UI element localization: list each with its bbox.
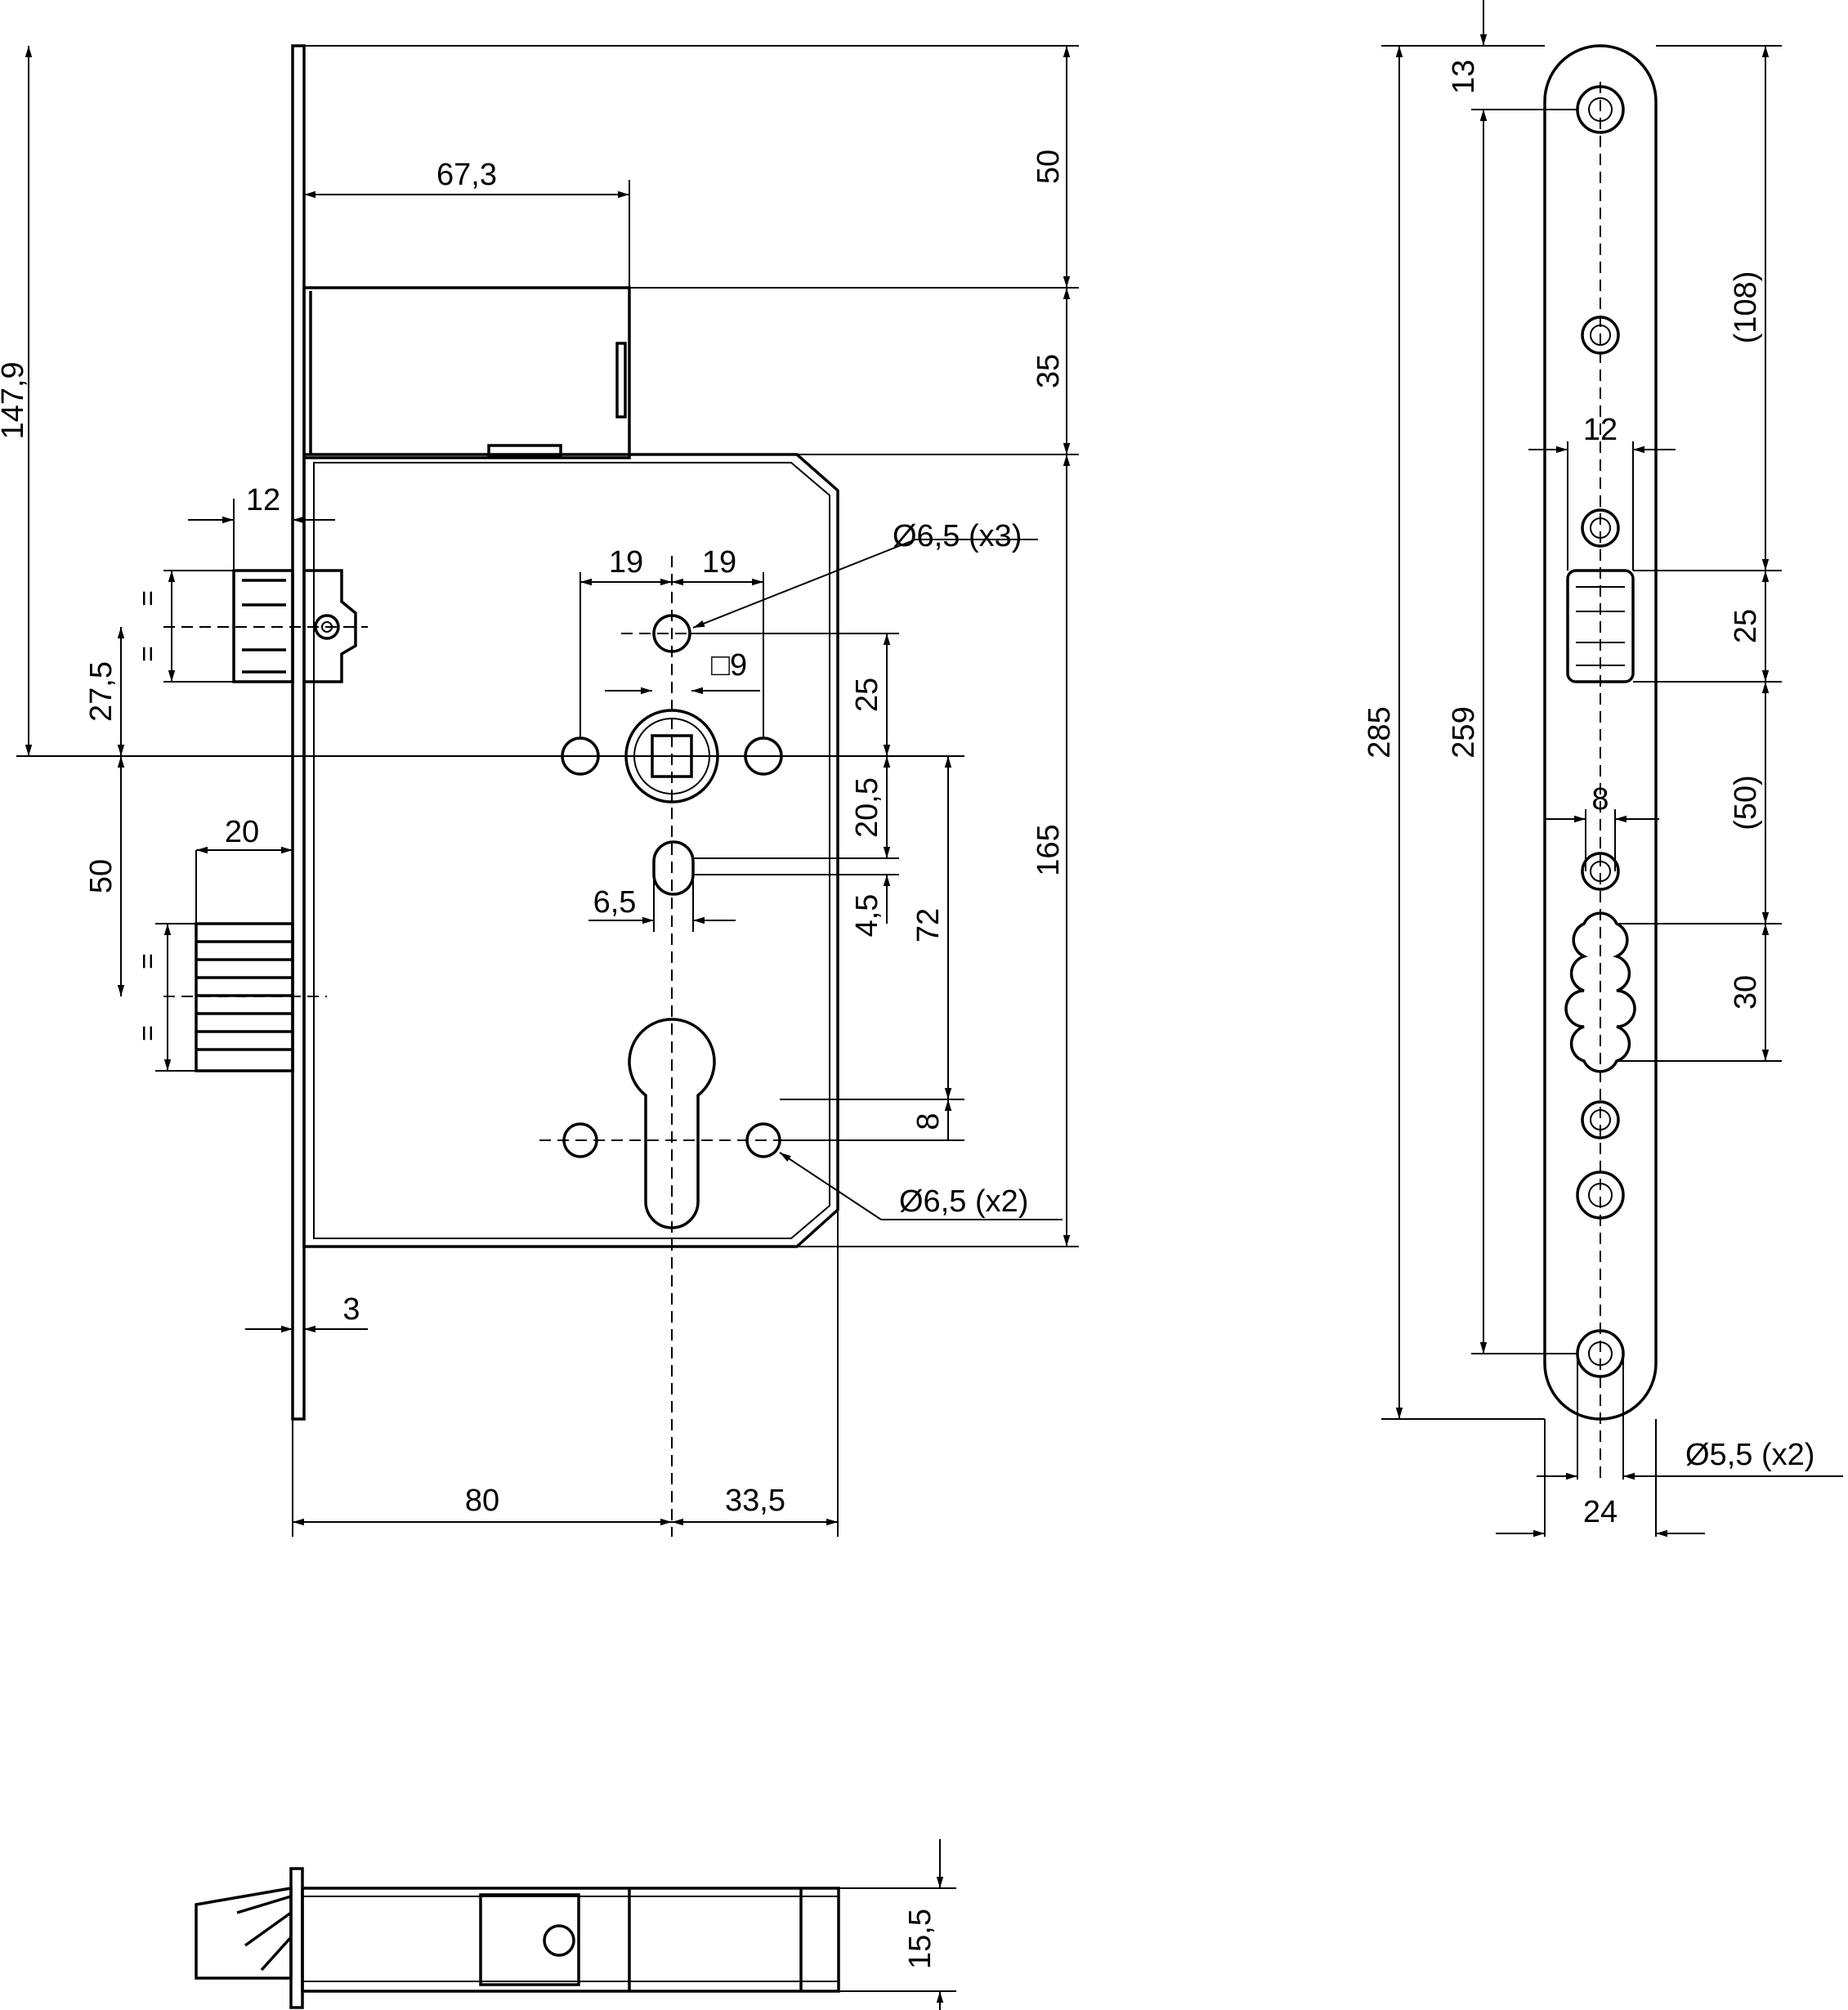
dim-30: 30 xyxy=(1729,975,1763,1009)
dim-19-left: 19 xyxy=(609,545,643,580)
dim-80: 80 xyxy=(465,1484,499,1518)
top-view xyxy=(195,1839,956,2010)
dim-3: 3 xyxy=(342,1292,360,1327)
dim-5-5: Ø5,5 (x2) xyxy=(1685,1438,1814,1472)
upper-housing xyxy=(302,286,631,459)
dim-eq-4: = xyxy=(132,1025,163,1041)
dim-12-plate: 12 xyxy=(1583,413,1618,447)
case-top xyxy=(301,1887,840,1993)
dim-50-top: 50 xyxy=(1031,150,1066,184)
dim-hole-bottom: Ø6,5 (x2) xyxy=(899,1184,1028,1219)
dim-259: 259 xyxy=(1447,706,1481,758)
latch-top xyxy=(195,1886,293,1980)
faceplate-top xyxy=(289,1867,304,2009)
dim-4-5: 4,5 xyxy=(850,894,884,938)
dim-67-3: 67,3 xyxy=(436,158,497,192)
dim-8-plate: 8 xyxy=(1591,782,1609,817)
dim-165: 165 xyxy=(1031,824,1066,875)
dim-285: 285 xyxy=(1363,706,1397,758)
dim-50-left: 50 xyxy=(84,859,119,893)
dim-15-5: 15,5 xyxy=(903,1909,937,1969)
dim-20-5: 20,5 xyxy=(850,777,884,838)
dim-6-5: 6,5 xyxy=(593,885,637,920)
dim-25-left: 25 xyxy=(850,678,884,712)
dim-eq-2: = xyxy=(132,646,163,662)
dim-eq-3: = xyxy=(132,953,163,969)
dim-33-5: 33,5 xyxy=(725,1484,785,1518)
dim-147-9: 147,9 xyxy=(0,361,30,439)
dim-12-latch: 12 xyxy=(246,483,280,517)
dimension-labels: 147,9 67,3 50 35 165 12 = = 27,5 19 19 Ø… xyxy=(0,60,1814,1969)
dim-24: 24 xyxy=(1583,1495,1618,1529)
faceplate-side xyxy=(291,44,306,1421)
dim-eq-1: = xyxy=(132,590,163,607)
dim-sq9: □9 xyxy=(711,648,747,683)
dim-13: 13 xyxy=(1447,60,1481,94)
switch-slot xyxy=(652,840,695,896)
dim-hole-top: Ø6,5 (x3) xyxy=(893,519,1022,553)
dim-72: 72 xyxy=(911,908,946,942)
dim-108: (108) xyxy=(1729,271,1763,344)
dim-20: 20 xyxy=(225,815,259,849)
dim-50-right: (50) xyxy=(1729,775,1763,830)
dim-27-5: 27,5 xyxy=(84,661,119,722)
dim-8-left: 8 xyxy=(911,1112,946,1130)
side-view xyxy=(16,44,1079,1537)
dim-25-right: 25 xyxy=(1729,609,1763,643)
dim-35: 35 xyxy=(1031,354,1066,388)
faceplate-front xyxy=(1381,0,1843,1538)
dim-19-right: 19 xyxy=(702,545,736,580)
